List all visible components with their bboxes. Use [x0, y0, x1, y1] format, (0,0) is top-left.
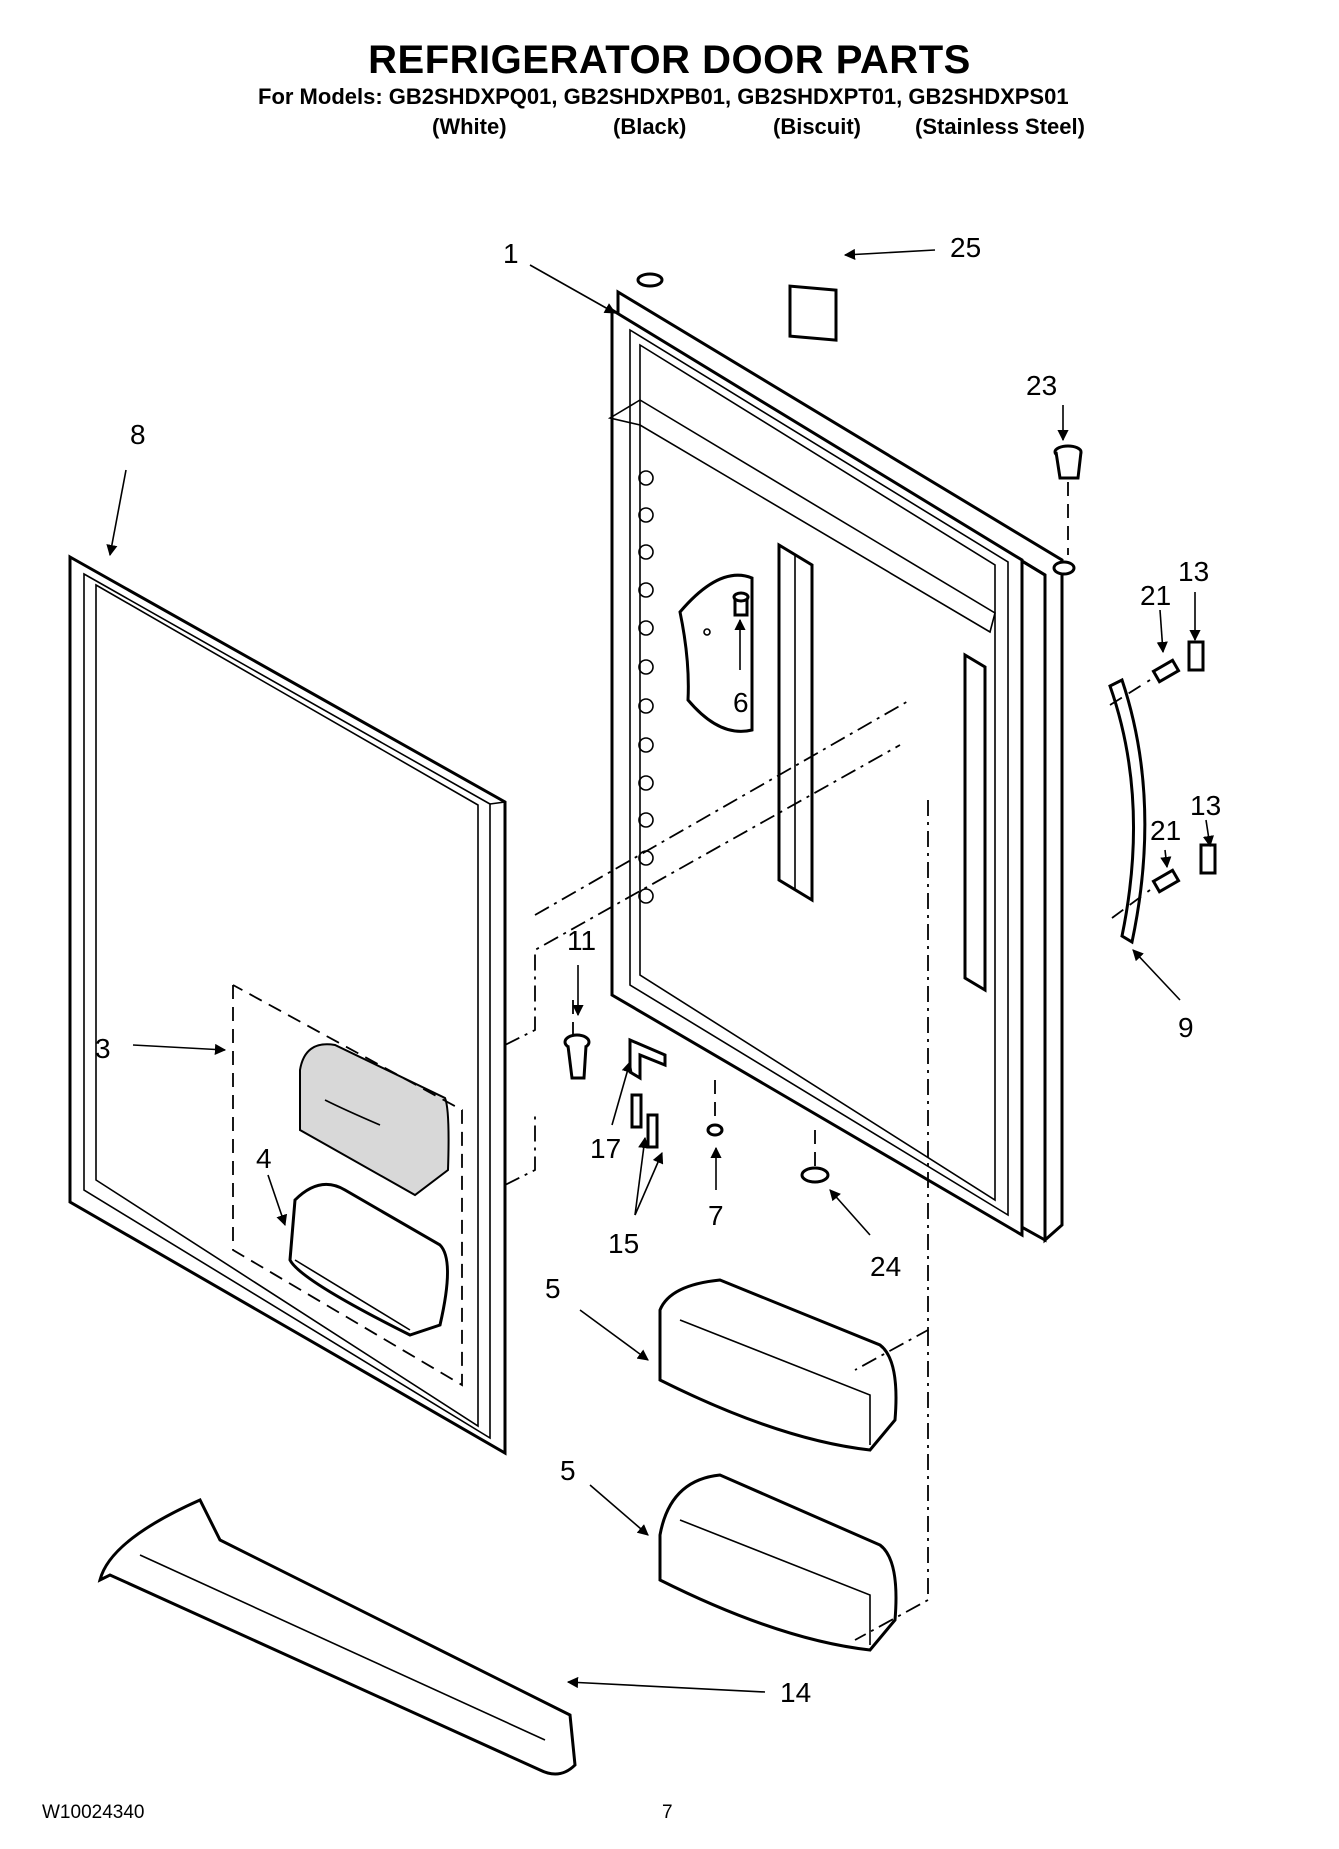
dispenser-cover [299, 1043, 450, 1197]
bottom-door-shelf [97, 1498, 577, 1776]
align-line-1 [534, 699, 911, 916]
handle-screws [1151, 658, 1181, 894]
callout-4: 4 [256, 1143, 272, 1174]
document-id: W10024340 [42, 1802, 145, 1823]
callout-3: 3 [95, 1033, 111, 1064]
align-line-2 [504, 744, 901, 1046]
door-handle [1108, 677, 1151, 945]
models-line: For Models: GB2SHDXPQ01, GB2SHDXPB01, GB… [258, 84, 1069, 109]
variant-stainless: (Stainless Steel) [915, 114, 1085, 139]
align-line-5 [854, 1330, 929, 1641]
variant-black: (Black) [613, 114, 687, 139]
callout-6: 6 [733, 687, 749, 718]
callout-8: 8 [130, 419, 146, 450]
lower-hinge-bracket [628, 1037, 667, 1081]
model-variants: (White) (Black) (Biscuit) (Stainless Ste… [0, 114, 1339, 142]
callout-21-upper: 21 [1140, 580, 1171, 611]
door-bin-lower [658, 1473, 898, 1652]
leader-arrows [106, 248, 1215, 1693]
handle-caps [1187, 640, 1217, 875]
callout-13-lower: 13 [1190, 790, 1221, 821]
door-liner-panel [68, 554, 507, 1456]
variant-biscuit: (Biscuit) [773, 114, 861, 139]
label-part [788, 284, 838, 342]
callout-13-upper: 13 [1178, 556, 1209, 587]
callout-25: 25 [950, 232, 981, 263]
callout-15: 15 [608, 1228, 639, 1259]
page-title: REFRIGERATOR DOOR PARTS [368, 38, 971, 82]
callout-11: 11 [567, 925, 596, 956]
callout-17: 17 [590, 1133, 621, 1164]
callout-5-lower: 5 [560, 1455, 576, 1486]
gasket-clips [638, 470, 654, 904]
callout-1: 1 [503, 238, 519, 269]
callout-23: 23 [1026, 370, 1057, 401]
callout-9: 9 [1178, 1012, 1194, 1043]
door-plug [1053, 444, 1083, 555]
callout-21-lower: 21 [1150, 815, 1181, 846]
door-bin-upper [658, 1278, 898, 1452]
dispenser-outline [232, 984, 463, 1387]
callout-24: 24 [870, 1251, 901, 1282]
page-number: 7 [662, 1802, 673, 1823]
callout-5-upper: 5 [545, 1273, 561, 1304]
align-line-3 [504, 1115, 536, 1186]
callout-7: 7 [708, 1200, 724, 1231]
hinge-bracket [678, 573, 754, 733]
door-washer [800, 1166, 830, 1184]
callout-14: 14 [780, 1677, 811, 1708]
tray-bin [288, 1182, 449, 1337]
door-stop-pin [706, 1123, 724, 1137]
variant-white: (White) [432, 114, 507, 139]
hinge-bearing [563, 1033, 591, 1080]
outer-door-frame [607, 272, 1076, 1244]
hinge-screws [630, 1093, 659, 1149]
